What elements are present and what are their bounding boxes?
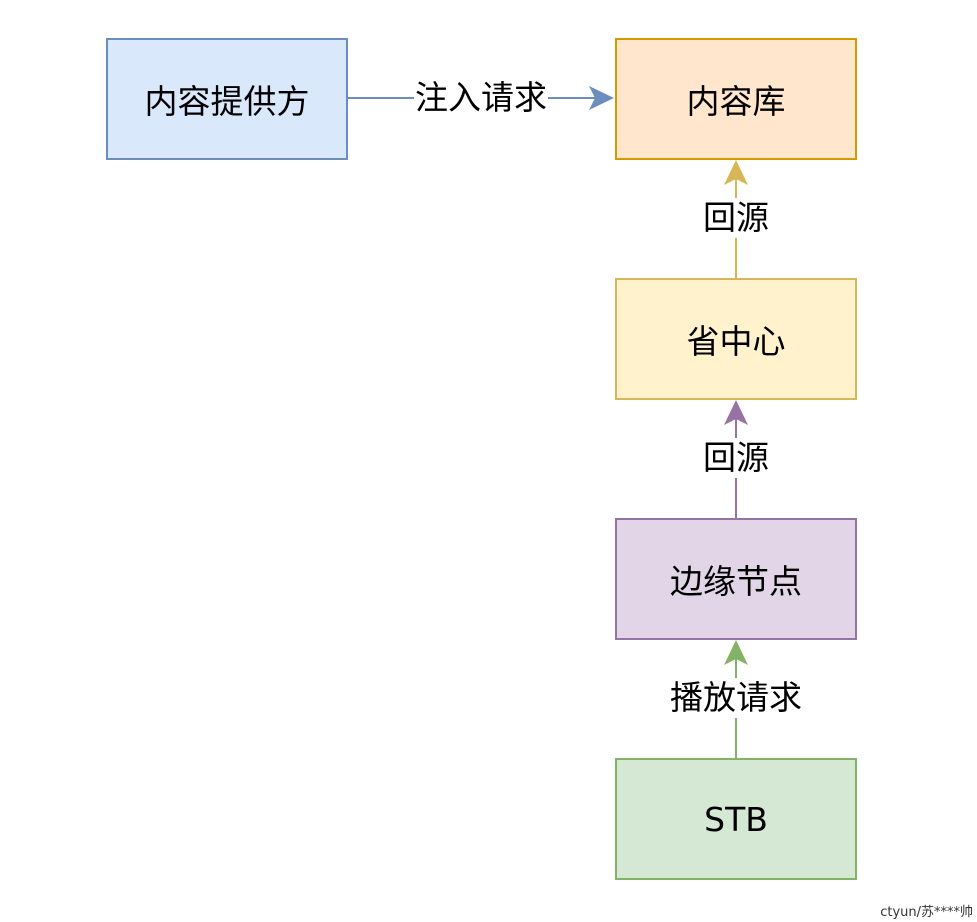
arrowhead-origin2-icon [724,400,748,425]
node-edge-node[interactable]: 边缘节点 [615,518,857,640]
edge-label-inject: 注入请求 [414,78,548,118]
node-content-library[interactable]: 内容库 [615,38,857,160]
edge-label-play: 播放请求 [669,678,803,718]
arrowhead-play-icon [724,640,748,665]
node-edge-node-label: 边缘节点 [670,562,802,601]
node-stb[interactable]: STB [615,758,857,880]
node-content-provider[interactable]: 内容提供方 [106,38,348,160]
arrowhead-origin1-icon [724,160,748,185]
edge-label-origin2: 回源 [702,438,770,478]
node-province-center-label: 省中心 [686,322,786,361]
edge-label-origin1: 回源 [702,198,770,238]
node-stb-label: STB [704,799,768,839]
watermark: ctyun/苏****帅 [880,905,973,920]
node-province-center[interactable]: 省中心 [615,278,857,400]
arrowhead-inject-icon [589,86,614,110]
node-content-provider-label: 内容提供方 [144,82,310,121]
node-content-library-label: 内容库 [686,82,786,121]
